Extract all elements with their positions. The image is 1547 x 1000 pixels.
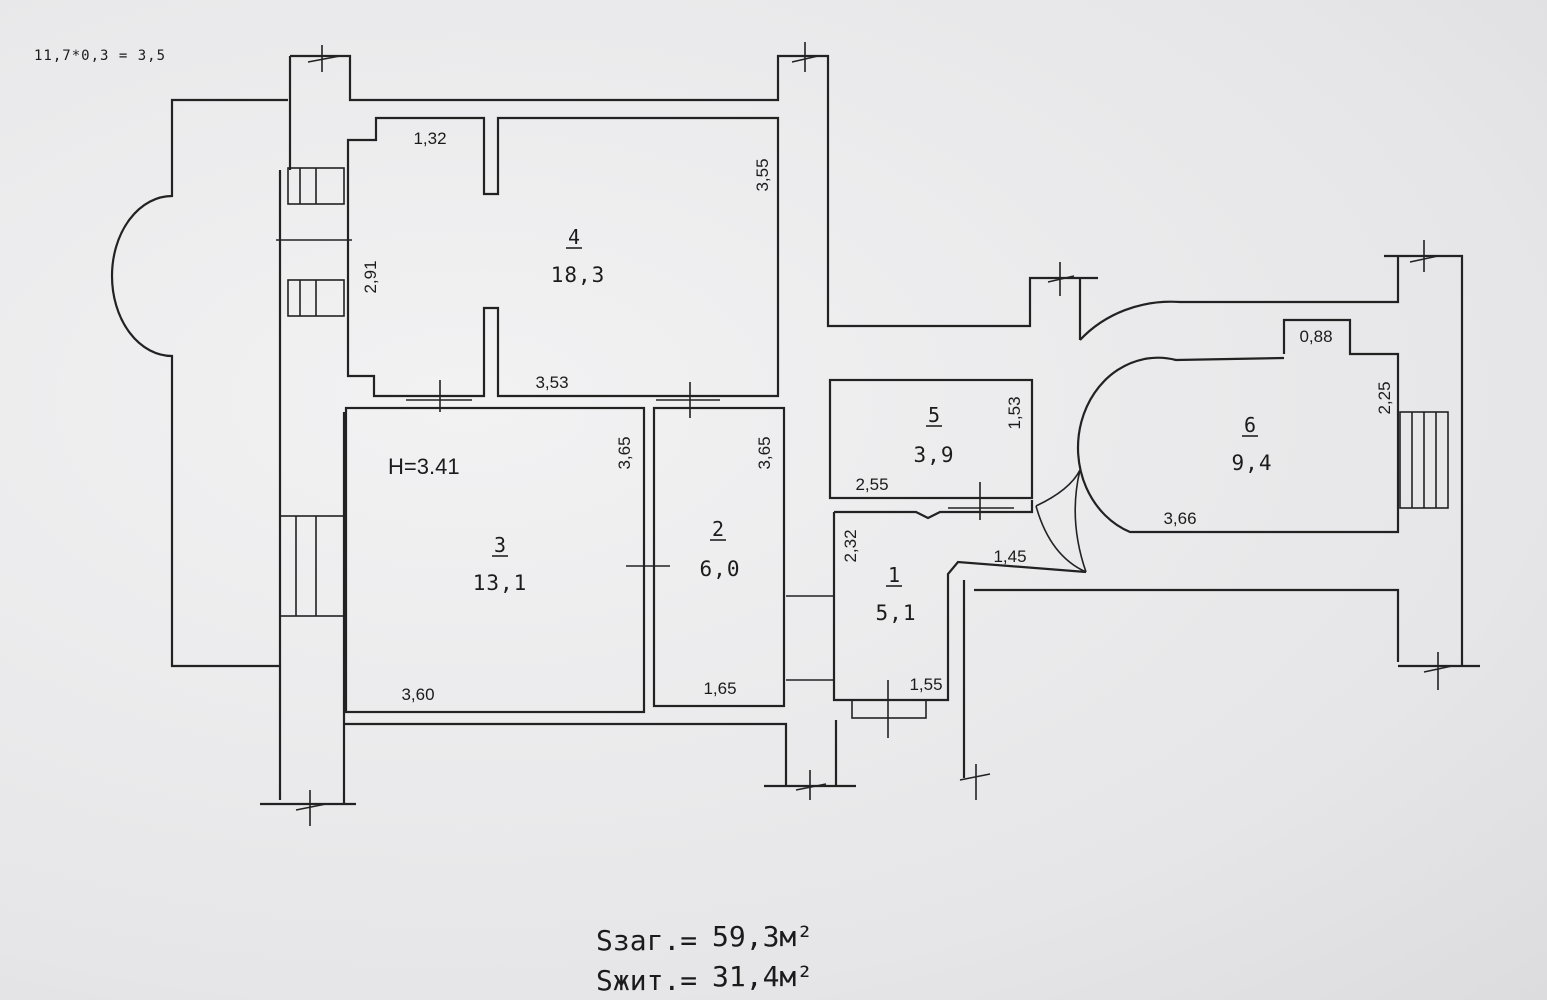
room-1-area: 5,1 [876, 601, 917, 625]
room-1-number: 1 [888, 563, 900, 587]
wall-break-mark [1047, 262, 1075, 296]
room-4-number: 4 [568, 225, 580, 249]
living-area-label: Sжит.= [596, 964, 697, 997]
room-2-number: 2 [712, 517, 724, 541]
right-outer-wall [1078, 254, 1480, 668]
dimension-label: 1,53 [1005, 396, 1024, 429]
room-5-number: 5 [928, 403, 940, 427]
dimension-label: 3,55 [753, 158, 772, 191]
wall-break-mark [1409, 240, 1439, 272]
room-3-area: 13,1 [473, 571, 528, 595]
room-2-area: 6,0 [700, 557, 741, 581]
bay-window [110, 98, 288, 668]
bottom-outer-wall [260, 720, 856, 806]
dimension-label: 1,45 [993, 547, 1026, 566]
dimension-label: 3,65 [615, 436, 634, 469]
dimension-label: 3,66 [1163, 509, 1196, 528]
total-area-label: Sзаг.= [596, 924, 697, 957]
window [851, 699, 927, 719]
dimension-label: 1,65 [703, 679, 736, 698]
wall-break-mark [307, 45, 341, 72]
room-6-area: 9,4 [1232, 451, 1273, 475]
living-area-value: 31,4м² [712, 960, 813, 993]
window-lines [1411, 412, 1437, 508]
room-1-walls [832, 500, 1400, 778]
dimension-label: 3,65 [755, 436, 774, 469]
window-lines [276, 168, 352, 241]
room-3-walls [344, 406, 646, 714]
dimension-label: 3,60 [401, 685, 434, 704]
total-area-value: 59,3м² [712, 920, 813, 953]
room-5-area: 3,9 [914, 443, 955, 467]
dimension-label: 2,91 [361, 260, 380, 293]
window-lines [295, 516, 317, 616]
ceiling-height-label: H=3.41 [388, 454, 460, 479]
dimension-label: 1,55 [909, 675, 942, 694]
left-outer-wall [278, 54, 1098, 805]
room-4-walls [346, 116, 780, 398]
room-4-area: 18,3 [551, 263, 606, 287]
door-mark [948, 482, 1014, 520]
window [279, 515, 345, 617]
wall-break-mark [791, 42, 819, 72]
wall-break-mark [1423, 652, 1453, 690]
dimension-label: 3,53 [535, 373, 568, 392]
dimension-label: 2,55 [855, 475, 888, 494]
corridor [786, 595, 834, 681]
room-6-number: 6 [1244, 413, 1256, 437]
dimension-label: 1,32 [413, 129, 446, 148]
dimension-label: 2,25 [1375, 381, 1394, 414]
room-3-number: 3 [494, 533, 506, 557]
door-mark [656, 382, 720, 418]
dimension-label: 0,88 [1299, 327, 1332, 346]
window-lines [299, 280, 317, 316]
wall-break-mark [959, 764, 991, 800]
wall-break-mark [295, 790, 327, 826]
door-mark [406, 380, 472, 412]
wall-break-mark [795, 770, 827, 800]
room-6-walls [1076, 318, 1400, 534]
room-5-walls [828, 378, 1034, 500]
door-swing-arc [1035, 469, 1087, 573]
room-2-walls [652, 406, 786, 708]
corner-note: 11,7*0,3 = 3,5 [34, 48, 166, 64]
dimension-label: 2,32 [841, 529, 860, 562]
